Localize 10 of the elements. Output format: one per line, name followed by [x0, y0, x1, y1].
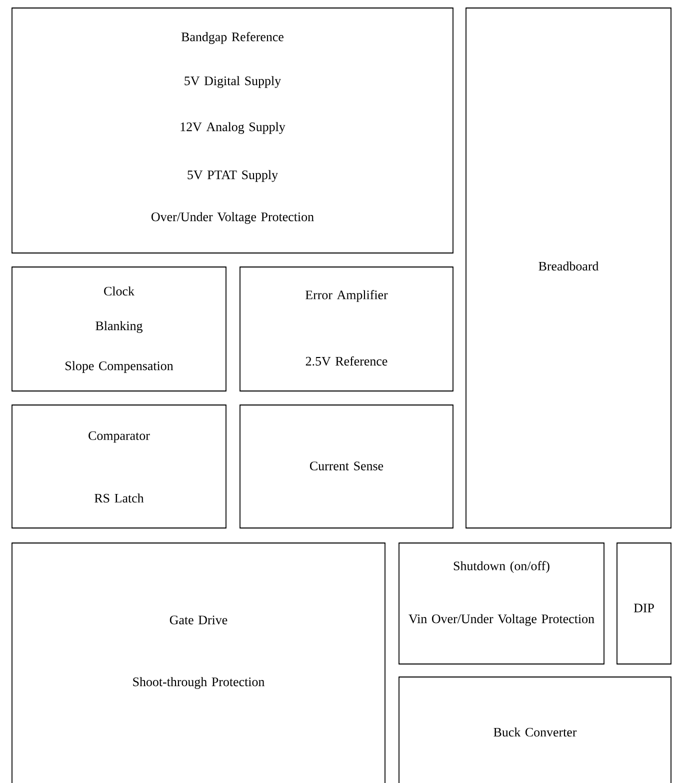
- block-box: Shutdown (on/off) Vin Over/Under Voltage Protection: [398, 542, 604, 664]
- block-box: Current Sense: [240, 404, 454, 528]
- block-box: Buck Converter: [398, 676, 672, 783]
- block-box: Comparator RS Latch: [12, 404, 226, 528]
- block-box: Bandgap Reference 5V Digital Supply 12V Analog Supply 5V PTAT Supply Over/Under Voltage Protection: [12, 8, 454, 254]
- block-box: Clock Blanking Slope Compensation: [12, 266, 226, 392]
- block-box: Error Amplifier 2.5V Reference: [240, 266, 454, 392]
- block-box: DIP: [616, 542, 672, 664]
- block-box: Breadboard: [466, 8, 672, 528]
- block-box: Gate Drive Shoot-through Protection: [12, 542, 386, 783]
